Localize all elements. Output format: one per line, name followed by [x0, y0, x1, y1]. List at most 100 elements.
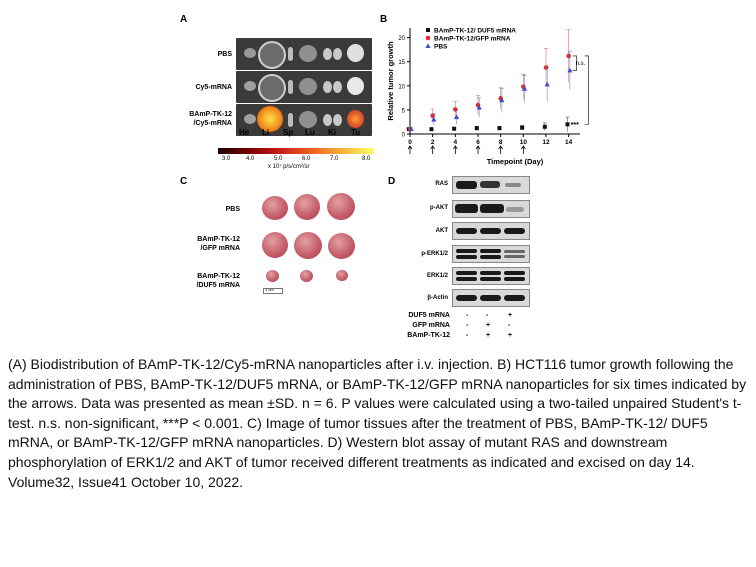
organ-label: Li	[262, 128, 270, 137]
dose-arrowhead	[498, 145, 503, 150]
blot-label-perk: p-ERK1/2	[421, 251, 448, 257]
dose-arrowhead	[407, 145, 413, 150]
condition-sign: -	[466, 322, 469, 329]
colorbar-tick: 4.0	[246, 156, 255, 162]
condition-label: BAmP-TK-12	[407, 332, 450, 339]
legend-label: BAmP-TK-12/GFP mRNA	[434, 36, 511, 43]
condition-sign: -	[486, 312, 489, 319]
condition-sign: +	[508, 332, 513, 339]
panelA-row-label-bamp: BAmP-TK-12 /Cy5-mRNA	[189, 111, 232, 127]
condition-sign: +	[486, 322, 491, 329]
condition-sign: +	[508, 312, 513, 319]
panelC-row-label-duf5: BAmP-TK-12 /DUF5 mRNA	[196, 273, 240, 289]
panelA-row-label-cy5: Cy5-mRNA	[195, 84, 232, 91]
organ-label: Tu	[351, 128, 361, 137]
blot-label-erk: ERK1/2	[426, 273, 448, 279]
scalebar-label: 1 cm	[265, 287, 274, 292]
legend-label: BAmP-TK-12/ DUF5 mRNA	[434, 28, 516, 35]
x-tick-label: 4	[454, 139, 458, 146]
data-point	[520, 125, 525, 130]
data-point	[565, 122, 570, 127]
x-tick-label: 8	[499, 139, 503, 146]
data-point	[544, 81, 550, 87]
tumor-image	[294, 194, 320, 220]
tumor-image	[266, 270, 279, 282]
legend-marker	[425, 43, 431, 48]
y-tick-label: 10	[398, 84, 405, 90]
y-tick-label: 0	[402, 133, 406, 139]
y-tick-label: 15	[398, 60, 405, 66]
y-axis-label: Relative tumor growth	[386, 41, 395, 121]
data-point	[431, 116, 437, 122]
tumor-image	[327, 193, 355, 220]
colorbar-tick: 5.0	[274, 156, 283, 162]
tumor-image	[328, 233, 355, 259]
colorbar-tick: 3.0	[222, 156, 231, 162]
y-tick-label: 20	[398, 36, 405, 42]
legend-marker	[426, 28, 430, 32]
colorbar	[218, 148, 374, 154]
legend-marker	[425, 35, 431, 41]
ns-bracket	[572, 55, 577, 71]
data-point	[542, 124, 547, 129]
data-point	[499, 97, 505, 103]
blot-erk	[452, 267, 530, 285]
data-point	[453, 114, 460, 120]
condition-label: DUF5 mRNA	[408, 312, 450, 319]
panelC-row-label-pbs: PBS	[225, 206, 240, 213]
blot-label-pakt: p-AKT	[430, 205, 448, 211]
x-tick-label: 0	[408, 139, 412, 146]
colorbar-tick: 6.0	[302, 156, 311, 162]
data-point	[452, 126, 457, 131]
x-tick-label: 6	[476, 139, 480, 146]
organ-label: Ki	[328, 128, 336, 137]
organ-label: He	[239, 128, 250, 137]
panel-b-letter: B	[380, 14, 388, 25]
x-tick-label: 10	[520, 139, 528, 146]
colorbar-ticks: 3.0 4.0 5.0 6.0 7.0 8.0	[218, 156, 378, 164]
condition-sign: -	[508, 322, 511, 329]
dose-arrowhead	[475, 145, 481, 150]
data-point	[497, 126, 502, 131]
colorbar-tick: 8.0	[362, 156, 371, 162]
legend-label: PBS	[434, 44, 448, 51]
data-point	[429, 127, 434, 132]
organ-label: Lu	[305, 128, 315, 137]
blot-label-actin: β-Actin	[427, 295, 448, 301]
ns-annotation: n.s.	[576, 61, 586, 67]
condition-sign: -	[466, 312, 469, 319]
x-tick-label: 2	[431, 139, 435, 146]
x-axis-label: Timepoint (Day)	[487, 157, 544, 166]
x-tick-label: 14	[565, 139, 573, 146]
condition-table: DUF5 mRNA - - + GFP mRNA - + - BAmP-TK-1…	[372, 312, 532, 348]
data-point	[453, 107, 458, 112]
data-point	[430, 113, 435, 118]
dose-arrowhead	[521, 145, 526, 150]
sig-annotation: ***	[571, 122, 579, 129]
organ-image-pbs	[236, 38, 372, 70]
y-tick-label: 5	[402, 108, 406, 114]
tumor-image	[300, 270, 313, 282]
condition-label: GFP mRNA	[412, 322, 450, 329]
blot-actin	[452, 289, 530, 307]
data-point	[474, 126, 479, 131]
tumor-image	[336, 270, 348, 281]
panel-c-letter: C	[180, 176, 188, 187]
blot-perk	[452, 245, 530, 263]
dose-arrowhead	[430, 145, 435, 150]
blot-akt	[452, 222, 530, 240]
condition-sign: -	[466, 332, 469, 339]
tumor-image	[294, 232, 322, 259]
data-point	[566, 53, 571, 59]
colorbar-unit: x 10⁷ p/s/cm²/sr	[268, 164, 310, 170]
panel-a-letter: A	[180, 14, 188, 25]
blot-label-ras: RAS	[435, 181, 448, 187]
data-point	[408, 126, 414, 132]
condition-sign: +	[486, 332, 491, 339]
x-tick-label: 12	[542, 139, 550, 146]
organ-image-bamp	[236, 104, 372, 136]
panelC-row-label-gfp: BAmP-TK-12 /GFP mRNA	[197, 236, 240, 252]
tumor-image	[262, 196, 288, 220]
sig-bracket	[584, 55, 589, 125]
